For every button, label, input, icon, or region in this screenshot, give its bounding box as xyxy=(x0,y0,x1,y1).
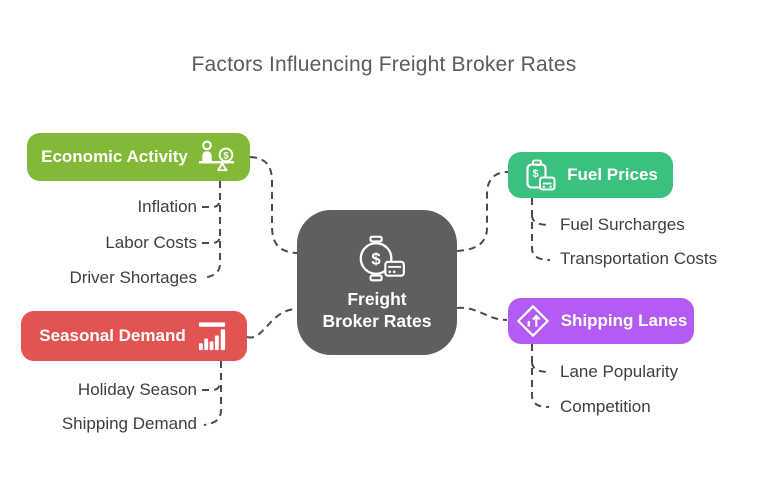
bar-chart-icon xyxy=(198,321,225,350)
dollar-glyph: $ xyxy=(371,249,381,268)
watch-dollar-payment-icon: $ xyxy=(359,235,405,281)
connector-economic-to-center xyxy=(249,156,298,254)
node-economic-activity-label: Economic Activity xyxy=(41,147,188,166)
node-shipping-lanes: Shipping Lanes xyxy=(508,298,694,344)
node-freight-broker-rates: $ Freight Broker Rates xyxy=(297,210,457,355)
sub-item-shipping-demand: Shipping Demand xyxy=(61,414,197,433)
node-seasonal-demand-label: Seasonal Demand xyxy=(39,326,186,345)
connector-seasonal-to-center xyxy=(246,308,298,339)
dollar-glyph: $ xyxy=(223,150,229,161)
node-fuel-prices-label: Fuel Prices xyxy=(567,165,658,184)
balance-scale-person-icon: $ xyxy=(198,140,234,172)
fuel-canister-truck-icon: $ xyxy=(526,159,556,191)
center-node-label-line1: Freight xyxy=(347,288,407,309)
sub-item-labor-costs: Labor Costs xyxy=(105,233,197,252)
sub-item-lane-popularity: Lane Popularity xyxy=(560,362,679,381)
node-seasonal-demand: Seasonal Demand xyxy=(21,311,247,361)
sub-item-transportation-costs: Transportation Costs xyxy=(560,249,718,268)
node-fuel-prices: $ Fuel Prices xyxy=(508,152,673,198)
connector-center-to-shipping xyxy=(456,306,508,321)
node-shipping-lanes-label: Shipping Lanes xyxy=(560,311,688,330)
sub-item-inflation: Inflation xyxy=(137,197,197,216)
connector-economic-trunk xyxy=(202,181,221,279)
connector-center-to-fuel xyxy=(456,171,509,252)
center-node-label-line2: Broker Rates xyxy=(322,310,432,331)
road-sign-merge-icon xyxy=(516,305,549,337)
dollar-glyph: $ xyxy=(533,168,539,180)
connector-branch-inflation xyxy=(202,197,221,208)
node-economic-activity: Economic Activity $ xyxy=(27,133,250,181)
sub-item-competition: Competition xyxy=(560,397,651,416)
connector-branch-holiday-season xyxy=(202,380,221,391)
connector-fuel-trunk xyxy=(531,198,551,261)
sub-item-driver-shortages: Driver Shortages xyxy=(69,268,197,287)
connector-branch-fuel-surcharges xyxy=(531,214,550,226)
connector-branch-labor-costs xyxy=(202,233,221,244)
connector-shipping-trunk xyxy=(531,344,550,408)
page-title: Factors Influencing Freight Broker Rates xyxy=(191,53,577,76)
connector-branch-lane-popularity xyxy=(531,361,550,373)
connector-seasonal-trunk xyxy=(203,361,222,426)
sub-item-holiday-season: Holiday Season xyxy=(77,380,197,399)
sub-item-fuel-surcharges: Fuel Surcharges xyxy=(560,215,685,234)
